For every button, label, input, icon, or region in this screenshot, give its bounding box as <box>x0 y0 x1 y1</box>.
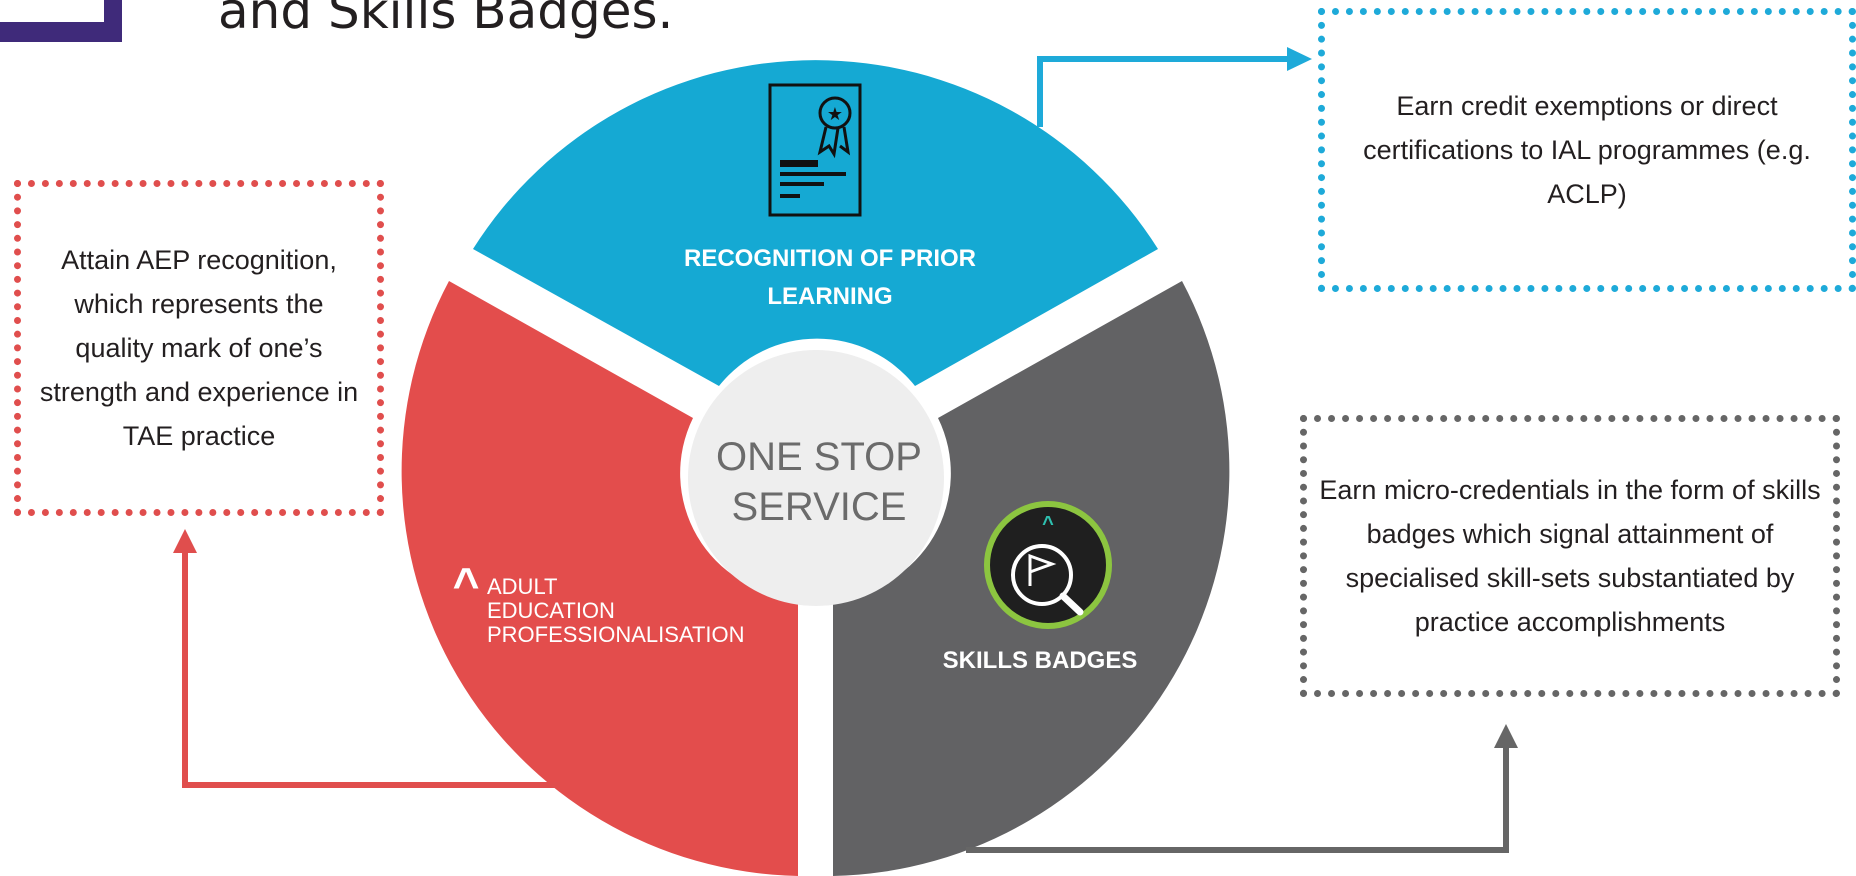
skills-badges-connector-arrow <box>966 724 1518 853</box>
skills-badge-icon: ^ <box>984 501 1112 629</box>
aep-label-line1: ADULT <box>487 574 558 599</box>
aep-logo-mark: ^ <box>453 558 480 610</box>
aep-connector-arrow <box>173 529 560 788</box>
rpl-segment <box>473 60 1158 386</box>
rpl-connector-arrow <box>1037 47 1312 127</box>
aep-segment <box>401 281 798 876</box>
aep-description-box: Attain AEP recognition, which represents… <box>14 180 384 516</box>
aep-description-text: Attain AEP recognition, which represents… <box>39 245 359 451</box>
svg-text:★: ★ <box>827 104 843 125</box>
center-label-line2: SERVICE <box>732 485 907 529</box>
rpl-label-line2: LEARNING <box>767 283 892 310</box>
page-title: and Skills Badges. <box>218 0 674 40</box>
aep-label-line2: EDUCATION <box>487 598 615 623</box>
svg-text:^: ^ <box>1042 513 1054 535</box>
certificate-icon: ★ <box>768 83 862 217</box>
skills-badges-label: SKILLS BADGES <box>943 647 1138 674</box>
rpl-description-text: Earn credit exemptions or direct certifi… <box>1363 91 1811 209</box>
title-accent-bar <box>0 0 122 42</box>
rpl-description-box: Earn credit exemptions or direct certifi… <box>1318 8 1856 292</box>
aep-label-line3: PROFESSIONALISATION <box>487 622 745 647</box>
skills-badges-description-box: Earn micro-credentials in the form of sk… <box>1300 415 1840 697</box>
rpl-label-line1: RECOGNITION OF PRIOR <box>684 245 976 272</box>
skills-badges-description-text: Earn micro-credentials in the form of sk… <box>1319 475 1821 637</box>
center-circle <box>688 350 944 606</box>
center-label-line1: ONE STOP <box>716 435 922 479</box>
